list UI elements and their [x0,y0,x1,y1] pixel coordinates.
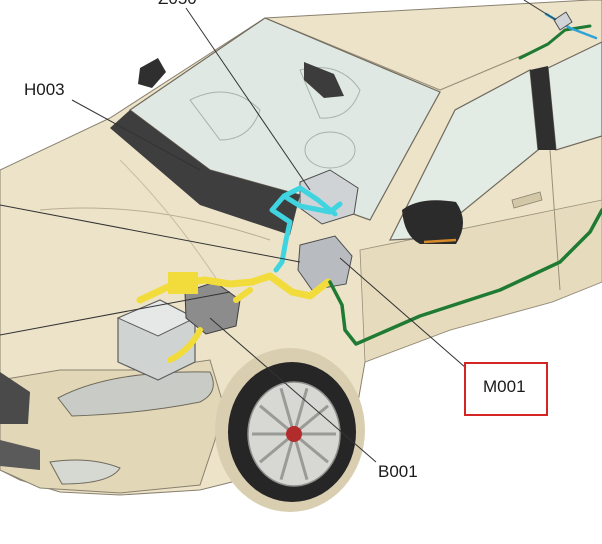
mirrors [138,58,463,244]
front-details [0,371,214,485]
yellow-bracket [168,272,198,294]
front-wheel [215,348,365,512]
door-seam [549,149,561,291]
door-handle [511,191,543,209]
harness-green-top [518,24,592,60]
right-mirror [402,200,463,244]
pillar [530,66,556,150]
leader-top-right [523,0,557,21]
leader-lines [0,0,557,463]
interior-seat [189,91,261,141]
rearview-mirror [304,62,344,98]
left-mirror [138,58,166,88]
callouts: Z050 H003 M001 B001 [24,0,548,481]
leader-hood [71,99,201,171]
leader-left [0,204,301,263]
grille [0,372,30,424]
steering-wheel [304,131,356,169]
glass [110,17,602,241]
right-mirror-light [423,238,457,244]
callout-module: M001 [483,377,526,396]
leader-left-2 [0,291,231,336]
hood-crease [39,207,271,241]
leader-battery [209,317,377,463]
engine-module [297,235,353,291]
harness-yellow-branch [167,287,253,363]
top-connector [553,11,573,31]
fog-light [49,459,121,485]
callout-battery: B001 [378,462,418,481]
interior-seat-2 [299,67,361,119]
callout-top: Z050 [158,0,197,8]
callout-hood: H003 [24,80,65,99]
highlight-box [464,362,548,416]
hub [286,426,302,442]
cowl [110,110,300,235]
leader-module [339,257,467,369]
lower-intake [0,440,40,470]
headlight [57,371,214,417]
harness-cyan [269,185,343,273]
harness-green [328,208,602,346]
leader-top [185,7,311,191]
harnesses [136,11,602,363]
roof-line [264,17,541,91]
